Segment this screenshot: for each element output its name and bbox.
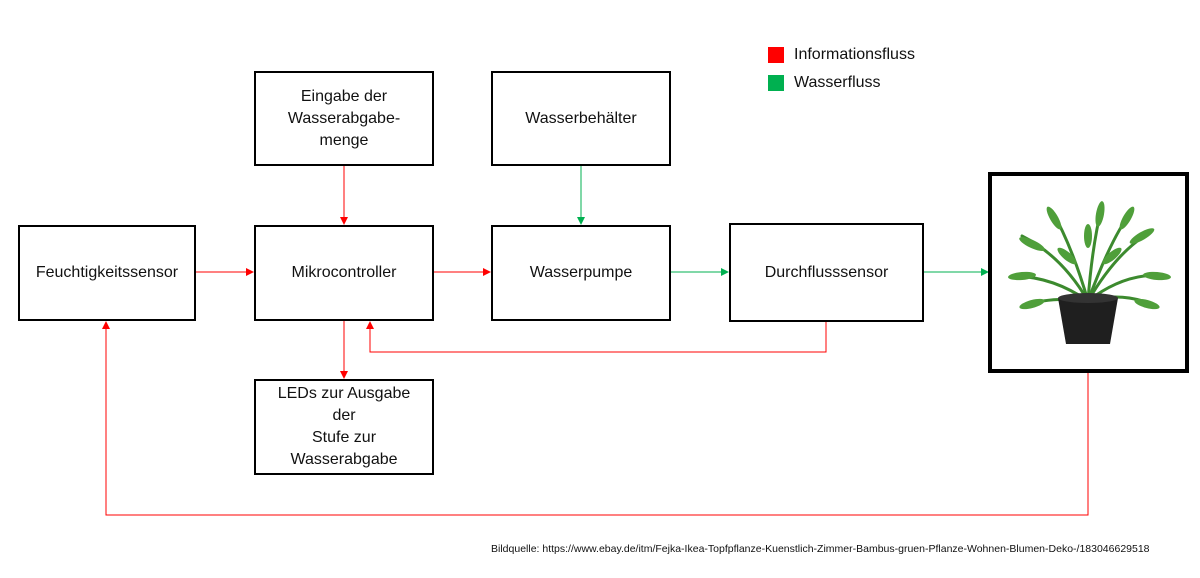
- wasserpumpe-label: Wasserpumpe: [529, 264, 633, 281]
- legend-information-label: Informationsfluss: [794, 46, 915, 63]
- legend-water-label: Wasserfluss: [794, 74, 881, 91]
- feuchtigkeitssensor-label: Feuchtigkeitssensor: [35, 264, 179, 281]
- image-source-caption: Bildquelle: https://www.ebay.de/itm/Fejk…: [491, 543, 1150, 555]
- potted-plant-icon: [1008, 201, 1171, 344]
- eingabe-box: Eingabe der Wasserabgabe- menge: [254, 71, 434, 166]
- legend-water: Wasserfluss: [768, 74, 881, 92]
- mikrocontroller-box: Mikrocontroller: [254, 225, 434, 321]
- durchflusssensor-box: Durchflusssensor: [729, 223, 924, 322]
- mikrocontroller-label: Mikrocontroller: [291, 264, 397, 281]
- durchflusssensor-label: Durchflusssensor: [764, 263, 889, 281]
- wasserbehaelter-box: Wasserbehälter: [491, 71, 671, 166]
- plant-image-frame: [988, 172, 1189, 373]
- arrow-plant-to-feucht: [102, 321, 1089, 516]
- leds-box: LEDs zur Ausgabe der Stufe zur Wasserabg…: [254, 379, 434, 475]
- legend-information: Informationsfluss: [768, 46, 915, 64]
- feuchtigkeitssensor-box: Feuchtigkeitssensor: [18, 225, 196, 321]
- eingabe-label: Eingabe der Wasserabgabe- menge: [287, 87, 401, 149]
- legend-swatch-green: [768, 75, 784, 91]
- pot-shape: [1058, 298, 1118, 344]
- wasserpumpe-box: Wasserpumpe: [491, 225, 671, 321]
- wasserbehaelter-label: Wasserbehälter: [525, 109, 637, 127]
- legend-swatch-red: [768, 47, 784, 63]
- leds-label: LEDs zur Ausgabe der Stufe zur Wasserabg…: [277, 385, 411, 468]
- arrow-durch-to-mikro: [366, 321, 827, 353]
